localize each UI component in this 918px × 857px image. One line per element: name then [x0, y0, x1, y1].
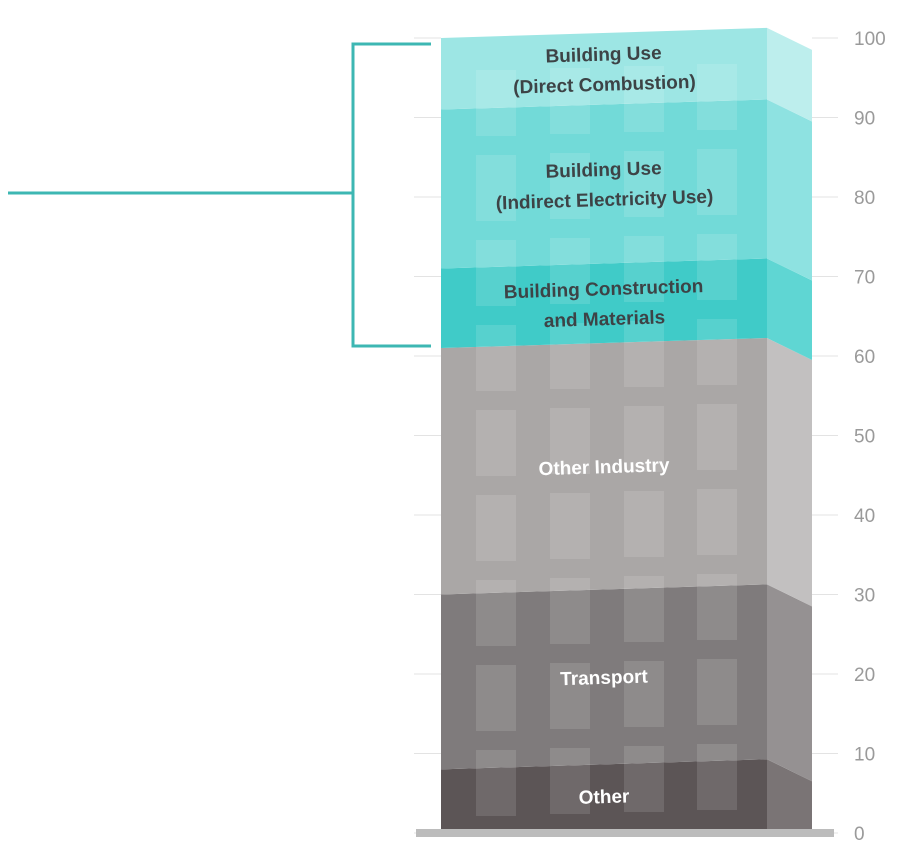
segment-label-line: and Materials [543, 307, 665, 332]
window [550, 238, 590, 304]
window [550, 663, 590, 729]
window [697, 659, 737, 725]
window [476, 580, 516, 646]
window [550, 578, 590, 644]
window [476, 665, 516, 731]
gridlines [414, 37, 838, 834]
window [697, 64, 737, 130]
segment-label-line: Building Use [545, 158, 662, 183]
window [550, 68, 590, 134]
window [624, 151, 664, 217]
segment-side-face [767, 584, 812, 782]
segment-front-face [441, 584, 767, 770]
window [476, 240, 516, 306]
window [697, 319, 737, 385]
y-tick-label: 90 [854, 109, 875, 130]
y-tick-label: 80 [854, 188, 875, 209]
window [476, 495, 516, 561]
segment-side-face [767, 27, 812, 122]
window [476, 155, 516, 221]
segment-label-line: Transport [560, 667, 649, 691]
segment-front-face [441, 759, 767, 829]
window [624, 491, 664, 557]
segment-label-line: Building Use [545, 43, 662, 68]
window [697, 489, 737, 555]
window [624, 576, 664, 642]
window [550, 748, 590, 814]
segment-side-face [767, 99, 812, 281]
window [624, 236, 664, 302]
window [697, 149, 737, 215]
window [476, 325, 516, 391]
y-tick-label: 40 [854, 506, 875, 527]
y-tick-label: 60 [854, 347, 875, 368]
segment-side-face [767, 258, 812, 360]
y-tick-label: 30 [854, 586, 875, 607]
segment-front-face [441, 27, 767, 110]
bracket-line [351, 42, 431, 348]
segment-label: Other Industry [538, 455, 670, 480]
window [697, 234, 737, 300]
window [550, 323, 590, 389]
window [476, 410, 516, 476]
window [624, 66, 664, 132]
window [697, 404, 737, 470]
y-tick-label: 50 [854, 427, 875, 448]
segment-label: Building Constructionand Materials [504, 276, 705, 333]
window [550, 153, 590, 219]
segment-label-line: Other Industry [538, 455, 670, 480]
building-segments [441, 27, 812, 829]
ground-base [416, 829, 834, 837]
window [697, 574, 737, 640]
segment-label-line: Other [578, 786, 630, 809]
segment-side-face [767, 759, 812, 829]
y-axis-ticks: 0 10 20 30 40 50 60 70 80 90 100 [854, 29, 886, 845]
window [476, 70, 516, 136]
window [550, 493, 590, 559]
segment-label: Transport [560, 667, 649, 691]
segment-front-face [441, 99, 767, 269]
segment-front-face [441, 337, 767, 595]
y-tick-label: 0 [854, 824, 865, 845]
building-windows [476, 64, 737, 816]
window [624, 321, 664, 387]
segment-label: Other [578, 786, 630, 809]
window [550, 408, 590, 474]
segment-side-face [767, 337, 812, 607]
building-sector-bracket [8, 42, 431, 348]
window [476, 750, 516, 816]
window [624, 406, 664, 472]
y-tick-label: 70 [854, 268, 875, 289]
window [624, 746, 664, 812]
y-tick-label: 10 [854, 745, 875, 766]
y-tick-label: 20 [854, 665, 875, 686]
window [624, 661, 664, 727]
y-tick-label: 100 [854, 29, 886, 50]
segment-front-face [441, 258, 767, 349]
window [697, 744, 737, 810]
